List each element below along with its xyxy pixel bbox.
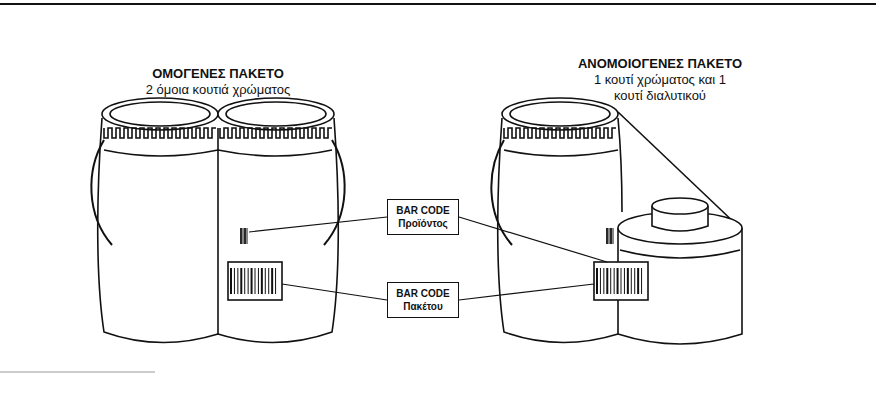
bar xyxy=(627,268,629,294)
bar xyxy=(240,268,242,294)
leader-line xyxy=(459,217,607,262)
bar xyxy=(600,268,601,294)
product-barcode xyxy=(607,228,613,244)
product-barcode xyxy=(241,228,247,244)
can-rim xyxy=(218,98,334,130)
can-rim xyxy=(102,98,218,130)
can-lid xyxy=(510,102,610,126)
bar xyxy=(606,228,608,244)
bar xyxy=(621,268,622,294)
bar xyxy=(637,268,639,294)
package-barcode xyxy=(228,262,282,300)
package-subtitle: 2 όμοια κουτιά χρώματος xyxy=(118,82,318,98)
package-barcode xyxy=(594,262,648,300)
bar xyxy=(610,228,612,244)
bar xyxy=(613,228,614,244)
bar xyxy=(610,268,611,294)
can-lid xyxy=(110,102,210,126)
rim-serration xyxy=(504,128,616,138)
top-rule xyxy=(0,3,876,5)
can-rim xyxy=(502,98,618,130)
bar xyxy=(634,268,635,294)
can-handle xyxy=(324,140,345,245)
bar xyxy=(255,268,256,294)
rim-serration xyxy=(104,128,332,138)
bar xyxy=(617,268,619,294)
serration-path xyxy=(504,128,616,138)
barcode-callout-box: BAR CODE Πακέτου xyxy=(387,282,459,318)
heterogeneous-package xyxy=(491,98,742,344)
bar xyxy=(261,268,263,294)
bar xyxy=(230,268,232,294)
can-divider xyxy=(217,128,219,334)
paint-can-side xyxy=(618,118,622,212)
package-barcode xyxy=(597,268,642,294)
bar xyxy=(614,268,615,294)
bar xyxy=(271,268,273,294)
band-edge xyxy=(504,150,618,156)
can-lid xyxy=(226,102,326,126)
product-barcode xyxy=(240,228,248,244)
leader-line xyxy=(282,284,387,300)
paint-can-body xyxy=(498,118,618,343)
bar xyxy=(248,268,249,294)
bar xyxy=(244,228,246,244)
bar xyxy=(275,268,276,294)
package-heading: ΟΜΟΓΕΝΕΣ ΠΑΚΕΤΟ xyxy=(118,66,318,82)
shrink-film xyxy=(618,112,740,228)
bar xyxy=(631,268,632,294)
bar xyxy=(265,268,266,294)
serration-path xyxy=(220,128,332,138)
package-heading: ΑΝΟΜΟΙΟΓΕΝΕΣ ΠΑΚΕΤΟ xyxy=(550,56,770,72)
package-barcode xyxy=(231,268,276,294)
callout-text: BAR CODE Πακέτου xyxy=(393,287,453,313)
bar xyxy=(641,268,642,294)
bar xyxy=(603,268,604,294)
solvent-cap-top xyxy=(652,198,708,214)
bar xyxy=(243,228,244,244)
can-handle xyxy=(91,140,112,245)
bar xyxy=(234,268,235,294)
bar xyxy=(606,268,608,294)
leader-line xyxy=(459,284,594,300)
band-edge xyxy=(104,150,332,156)
serration-path xyxy=(104,128,216,138)
bar xyxy=(251,268,253,294)
solvent-band xyxy=(620,250,740,258)
bottom-rule xyxy=(0,372,155,373)
can-handle xyxy=(491,140,512,245)
callout-text: BAR CODE Προϊόντος xyxy=(393,204,453,230)
barcode-callout-box: BAR CODE Προϊόντος xyxy=(387,199,459,235)
leader-line xyxy=(249,217,387,232)
homogeneous-package xyxy=(91,98,344,343)
package-subtitle: 1 κουτί χρώματος και 1 κουτί διαλυτικού xyxy=(585,72,735,104)
bar xyxy=(244,268,245,294)
bar xyxy=(624,268,625,294)
bar xyxy=(237,268,238,294)
bar xyxy=(247,228,248,244)
bar xyxy=(596,268,598,294)
bar xyxy=(240,228,242,244)
can-bodies xyxy=(98,118,339,343)
bar xyxy=(258,268,259,294)
bar xyxy=(268,268,269,294)
bar xyxy=(609,228,610,244)
